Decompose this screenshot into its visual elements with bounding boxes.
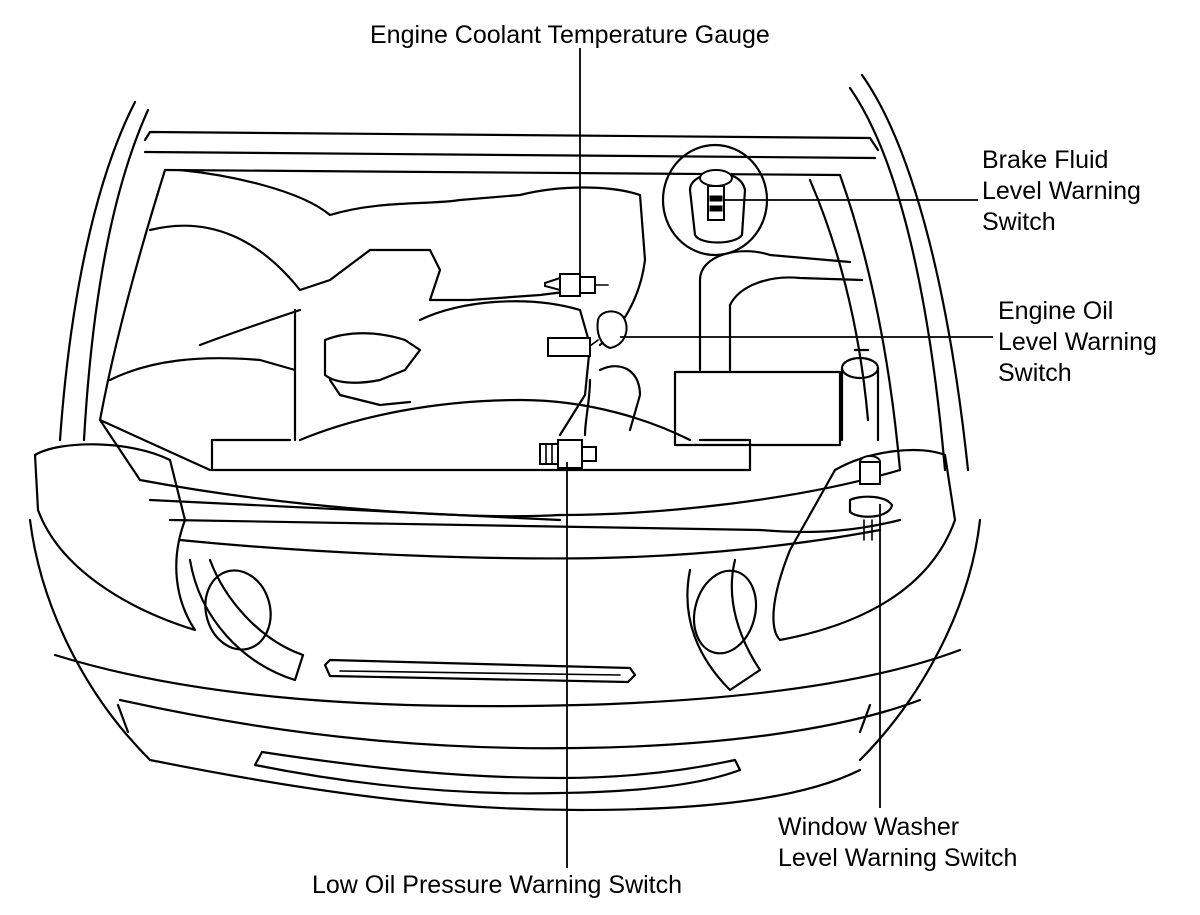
engine-block: [108, 168, 692, 472]
hood-outline: [58, 73, 970, 472]
coolant-temp-sender: [544, 273, 609, 297]
oil-level-sender: [547, 310, 628, 357]
front-bumper: [28, 518, 982, 812]
headlight-left: [33, 443, 305, 682]
intake-duct: [673, 250, 880, 447]
headlight-right: [686, 448, 957, 692]
label-brake-fluid-level-warning-switch: Brake Fluid Level Warning Switch: [982, 146, 1141, 236]
washer-level-switch: [848, 455, 894, 541]
leader-lines: [566, 48, 993, 868]
label-engine-oil-level-warning-switch: Engine Oil Level Warning Switch: [998, 297, 1157, 387]
label-window-washer-level-warning-switch: Window Washer Level Warning Switch: [778, 813, 1018, 872]
radiator-support: [98, 418, 902, 522]
label-low-oil-pressure-warning-switch: Low Oil Pressure Warning Switch: [312, 871, 683, 899]
label-engine-coolant-temperature-gauge: Engine Coolant Temperature Gauge: [370, 21, 770, 49]
engine-bay-wall: [98, 168, 902, 472]
oil-pressure-switch: [539, 439, 597, 469]
